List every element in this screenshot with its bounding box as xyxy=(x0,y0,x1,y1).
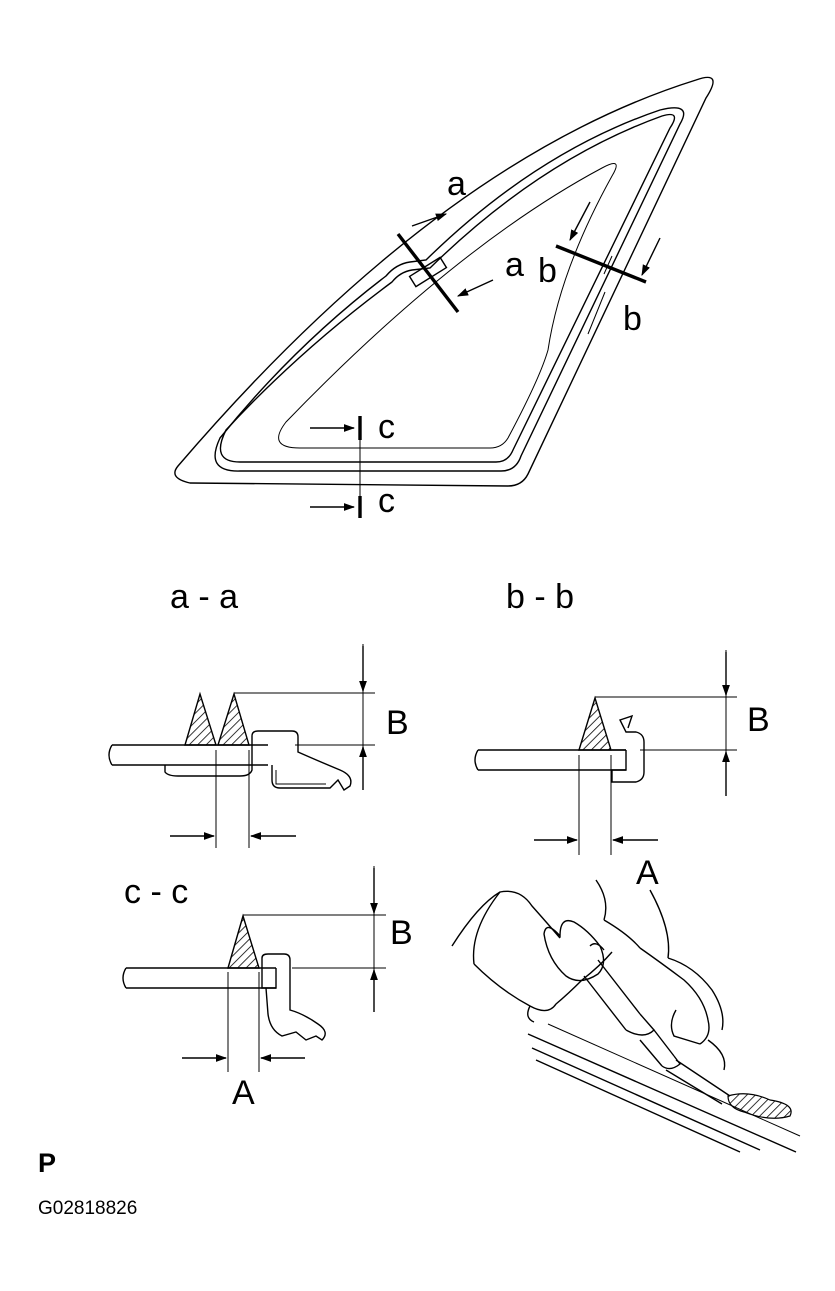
dim-label-B-bb: B xyxy=(747,701,770,739)
adhesive-bead-1 xyxy=(184,691,217,746)
dim-label-A-bb: A xyxy=(636,854,659,892)
adhesive-bead-cc xyxy=(227,913,260,969)
cut-label-a-lower: a xyxy=(505,246,524,284)
adhesive-bead-bb xyxy=(578,695,612,751)
dim-label-B-aa: B xyxy=(386,704,409,742)
cut-line-b xyxy=(555,201,661,335)
section-title-aa: a - a xyxy=(170,578,238,616)
section-title-bb: b - b xyxy=(506,578,574,616)
cut-label-b-upper: b xyxy=(538,252,557,290)
quarter-glass-outline xyxy=(174,76,714,487)
diagram-reference-code: G02818826 xyxy=(38,1198,137,1219)
section-title-cc: c - c xyxy=(124,873,188,911)
cut-label-b-lower: b xyxy=(623,300,642,338)
section-cc-drawing xyxy=(122,866,386,1072)
cut-label-c-upper: c xyxy=(378,408,395,446)
cut-line-c xyxy=(310,416,362,518)
dim-label-B-cc: B xyxy=(390,914,413,952)
section-aa-drawing xyxy=(108,644,375,848)
cut-label-c-lower: c xyxy=(378,482,395,520)
section-bb-drawing xyxy=(474,650,737,855)
diagram-marker-letter: P xyxy=(38,1148,56,1178)
dim-label-A-cc: A xyxy=(232,1074,255,1112)
cut-line-a xyxy=(396,213,494,314)
cut-label-a-upper: a xyxy=(447,165,466,203)
adhesive-application-illustration xyxy=(451,879,801,1153)
adhesive-bead-2 xyxy=(217,691,250,746)
